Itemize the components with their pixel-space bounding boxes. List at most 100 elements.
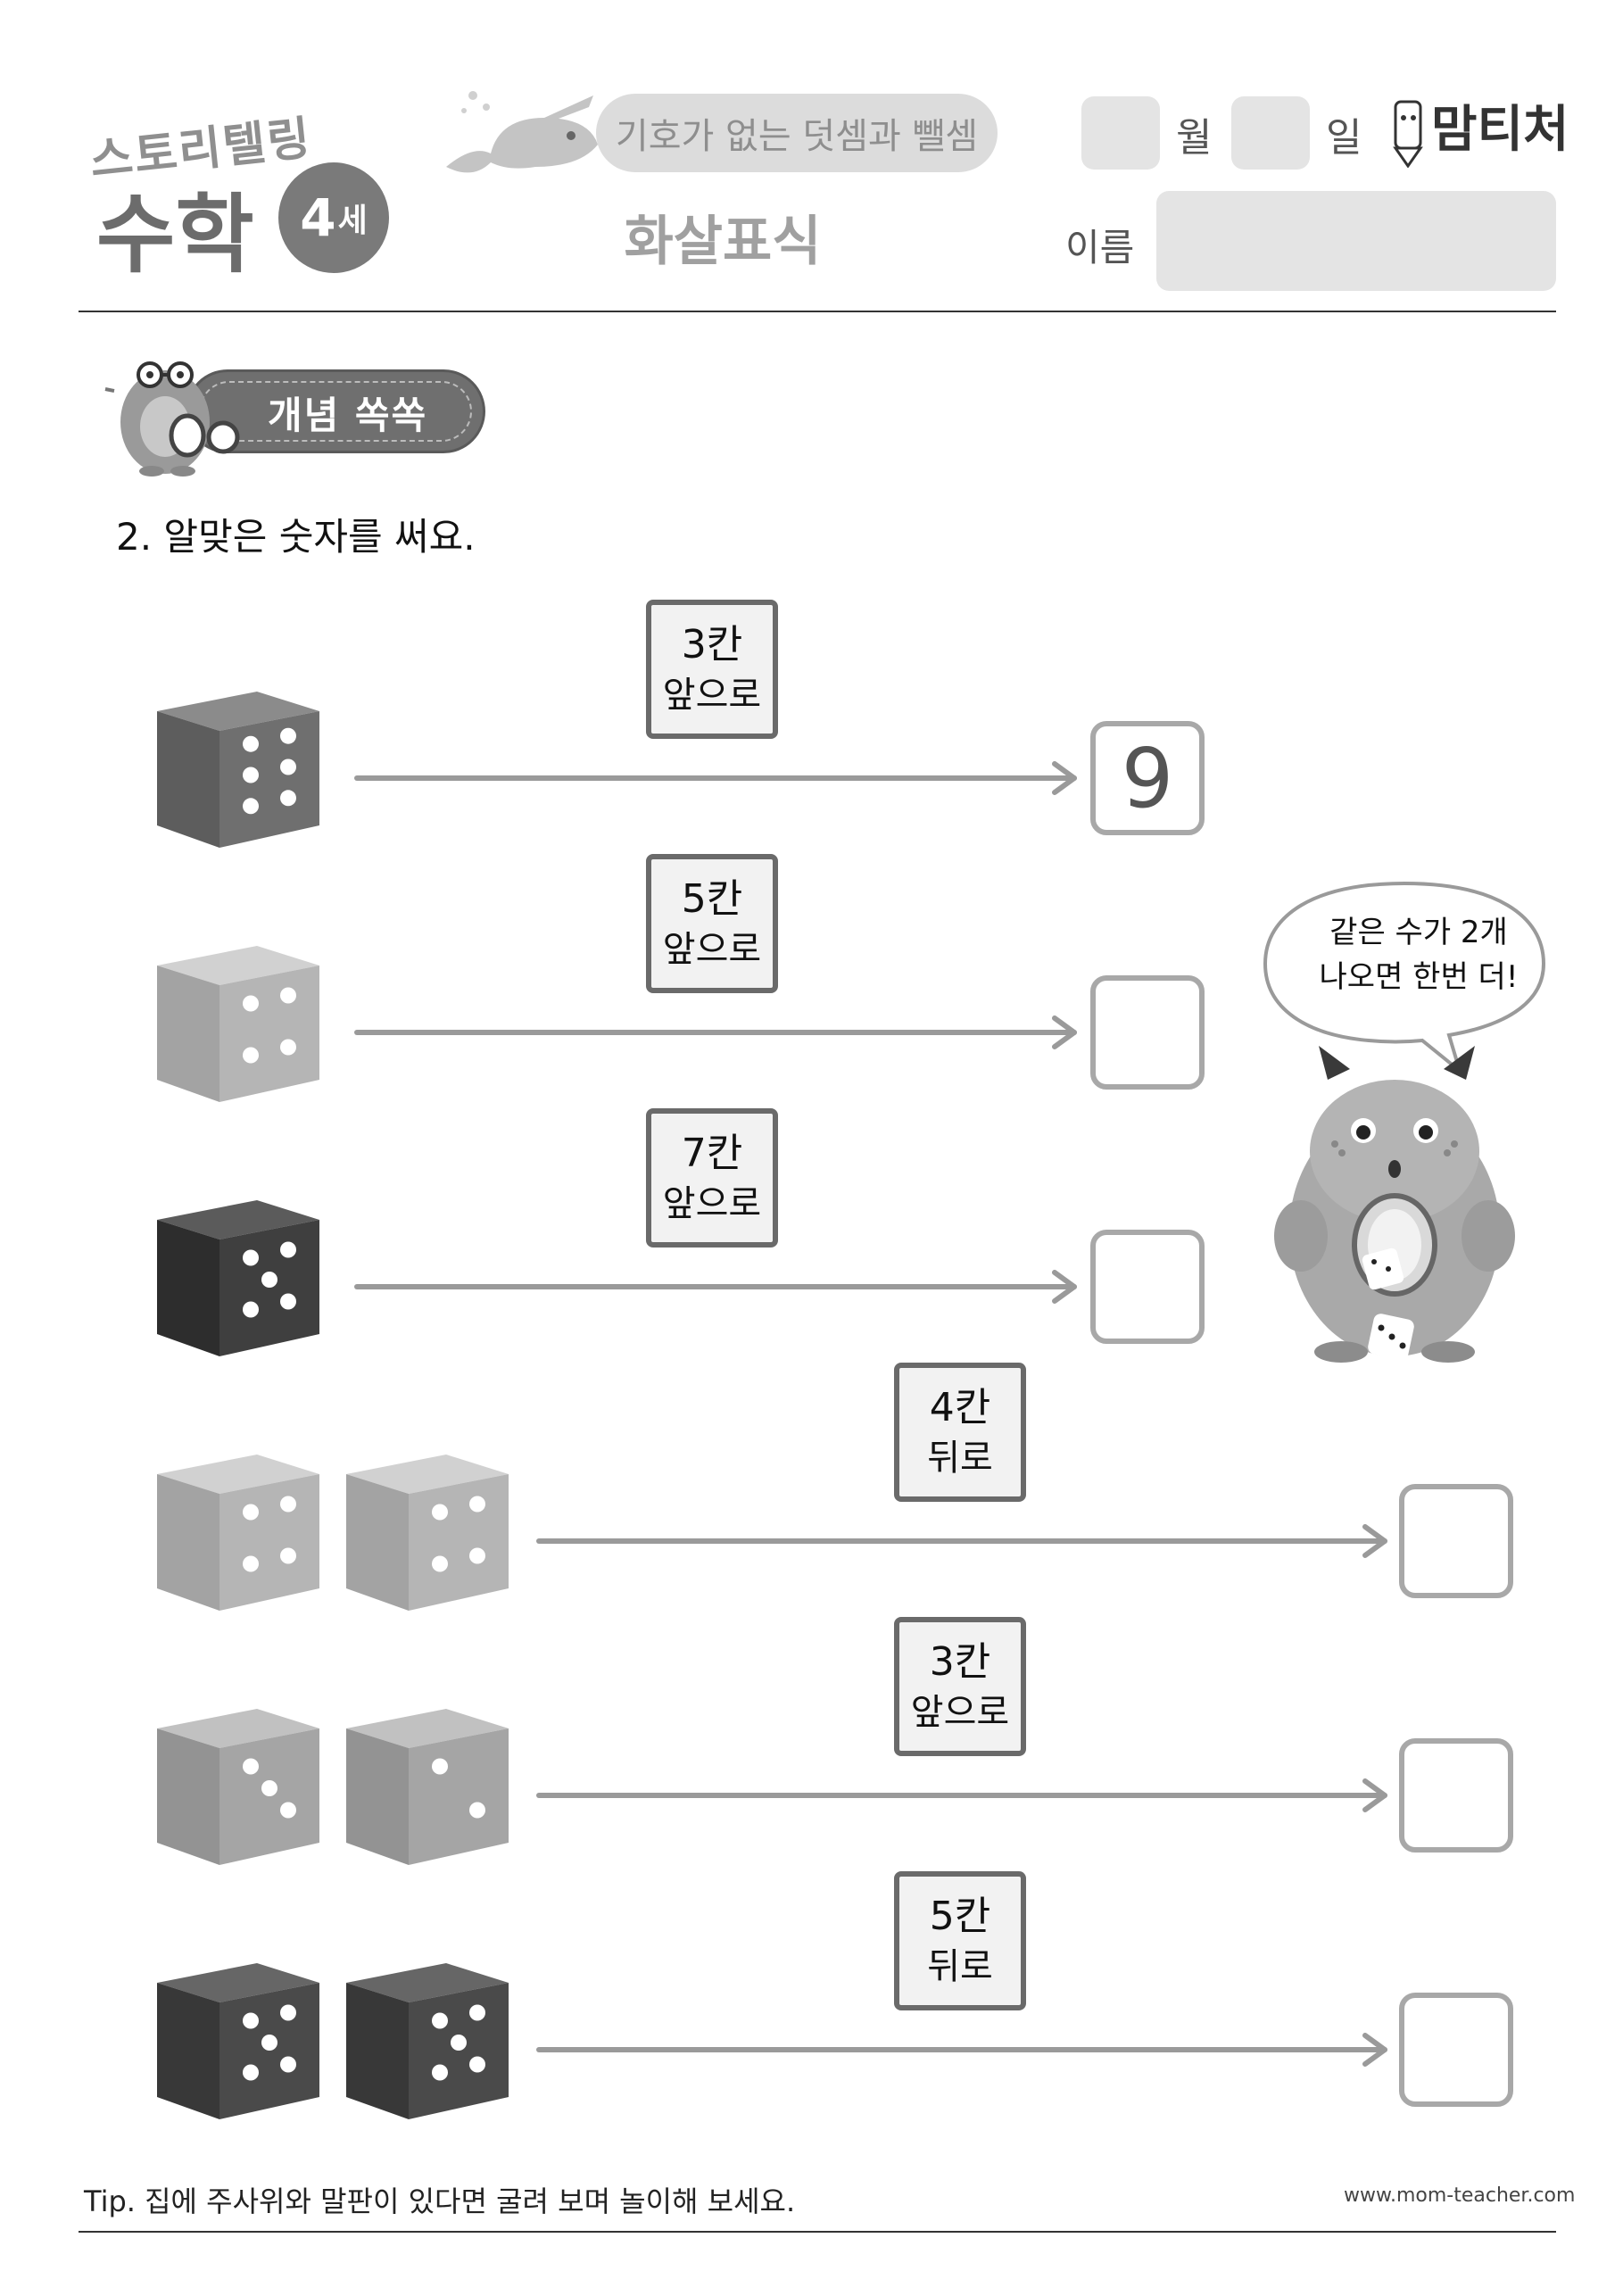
die-pip (432, 2064, 448, 2081)
die-pip (469, 1802, 485, 1819)
die-icon-5-1 (157, 1709, 319, 1865)
day-field[interactable] (1231, 96, 1310, 170)
die-pip (243, 1047, 259, 1064)
die-icon-2-1 (157, 946, 319, 1102)
die-pip (280, 758, 296, 775)
day-label: 일 (1326, 115, 1362, 161)
die-pip (243, 995, 259, 1012)
step-count: 3칸 (929, 1639, 991, 1685)
name-label: 이름 (1065, 226, 1135, 269)
arrow-icon (536, 1778, 1387, 1812)
answer-box[interactable]: 9 (1090, 721, 1205, 835)
die-pip (280, 1802, 296, 1819)
die-pip (243, 1249, 259, 1266)
die-pip (469, 1496, 485, 1513)
die-pip (280, 790, 296, 807)
step-direction: 뒤로 (927, 1946, 993, 1987)
die-pip (280, 1039, 296, 1056)
die-pip (280, 1293, 296, 1310)
die-pip (243, 1301, 259, 1318)
step-direction: 앞으로 (662, 929, 762, 970)
pencil-mascot-icon (1393, 100, 1423, 168)
answer-box[interactable] (1399, 1993, 1513, 2107)
arrow-icon (354, 1015, 1077, 1049)
die-pip (432, 1504, 448, 1521)
answer-box[interactable] (1399, 1484, 1513, 1598)
answer-box[interactable] (1090, 1230, 1205, 1344)
logo-title: 수학 (96, 185, 254, 285)
answer-box[interactable] (1090, 975, 1205, 1090)
step-count: 7칸 (681, 1131, 743, 1176)
die-pip (243, 1504, 259, 1521)
footer-divider (79, 2231, 1556, 2233)
speech-bubble (1263, 881, 1546, 1076)
die-icon-3-1 (157, 1200, 319, 1356)
age-unit: 세 (337, 203, 368, 239)
die-pip (469, 2056, 485, 2073)
step-count: 4칸 (929, 1385, 991, 1430)
step-count: 5칸 (929, 1894, 991, 1939)
die-pip (432, 1555, 448, 1572)
die-pip (243, 735, 259, 752)
die-pip (243, 2064, 259, 2081)
monster-mascot-icon (1274, 1046, 1515, 1363)
step-direction: 뒤로 (927, 1438, 993, 1479)
answer-box[interactable] (1399, 1738, 1513, 1853)
die-icon-4-2 (346, 1455, 509, 1611)
question-text: 2. 알맞은 숫자를 써요. (116, 515, 476, 559)
die-icon-6-1 (157, 1963, 319, 2119)
brand-logo: 맘티처 (1431, 101, 1569, 159)
die-pip (432, 1758, 448, 1775)
page-title: 화살표식 (624, 211, 822, 273)
die-pip (280, 727, 296, 744)
die-pip (280, 1547, 296, 1564)
speech-line-1: 같은 수가 2개 (1329, 915, 1508, 950)
step-direction: 앞으로 (662, 1183, 762, 1224)
die-icon-1-1 (157, 692, 319, 848)
arrow-icon (354, 761, 1077, 795)
speech-bubble-text: 같은 수가 2개 나오면 한번 더! (1285, 910, 1553, 999)
die-icon-6-2 (346, 1963, 509, 2119)
die-pip (280, 987, 296, 1004)
website-url: www.mom-teacher.com (1344, 2184, 1576, 2207)
die-pip (280, 2004, 296, 2021)
die-pip (261, 1272, 277, 1288)
step-direction: 앞으로 (910, 1692, 1010, 1733)
die-pip (469, 2004, 485, 2021)
topic-label: 기호가 없는 덧셈과 뺄셈 (596, 94, 998, 172)
month-field[interactable] (1081, 96, 1160, 170)
step-direction: 앞으로 (662, 675, 762, 716)
die-icon-4-1 (157, 1455, 319, 1611)
arrow-icon (536, 2033, 1387, 2067)
tip-text: Tip. 집에 주사위와 말판이 있다면 굴려 보며 놀이해 보세요. (84, 2184, 796, 2218)
die-pip (280, 1496, 296, 1513)
step-count: 3칸 (681, 622, 743, 667)
whale-icon (446, 91, 598, 173)
die-pip (243, 1555, 259, 1572)
die-pip (243, 2012, 259, 2029)
concept-label: 개념 쏙쏙 (268, 394, 428, 437)
die-pip (469, 1547, 485, 1564)
name-field[interactable] (1156, 191, 1556, 291)
die-pip (243, 798, 259, 815)
step-count: 5칸 (681, 876, 743, 922)
mascot-with-magnifier-icon (104, 361, 240, 477)
age-number: 4 (300, 187, 336, 248)
die-pip (280, 2056, 296, 2073)
die-pip (243, 767, 259, 783)
arrow-icon (536, 1524, 1387, 1558)
die-pip (432, 2012, 448, 2029)
die-pip (261, 2035, 277, 2051)
month-label: 월 (1176, 115, 1213, 161)
die-pip (280, 1241, 296, 1258)
die-pip (243, 1758, 259, 1775)
age-badge: 4 세 (278, 162, 389, 273)
die-icon-5-2 (346, 1709, 509, 1865)
header-divider (79, 311, 1556, 312)
